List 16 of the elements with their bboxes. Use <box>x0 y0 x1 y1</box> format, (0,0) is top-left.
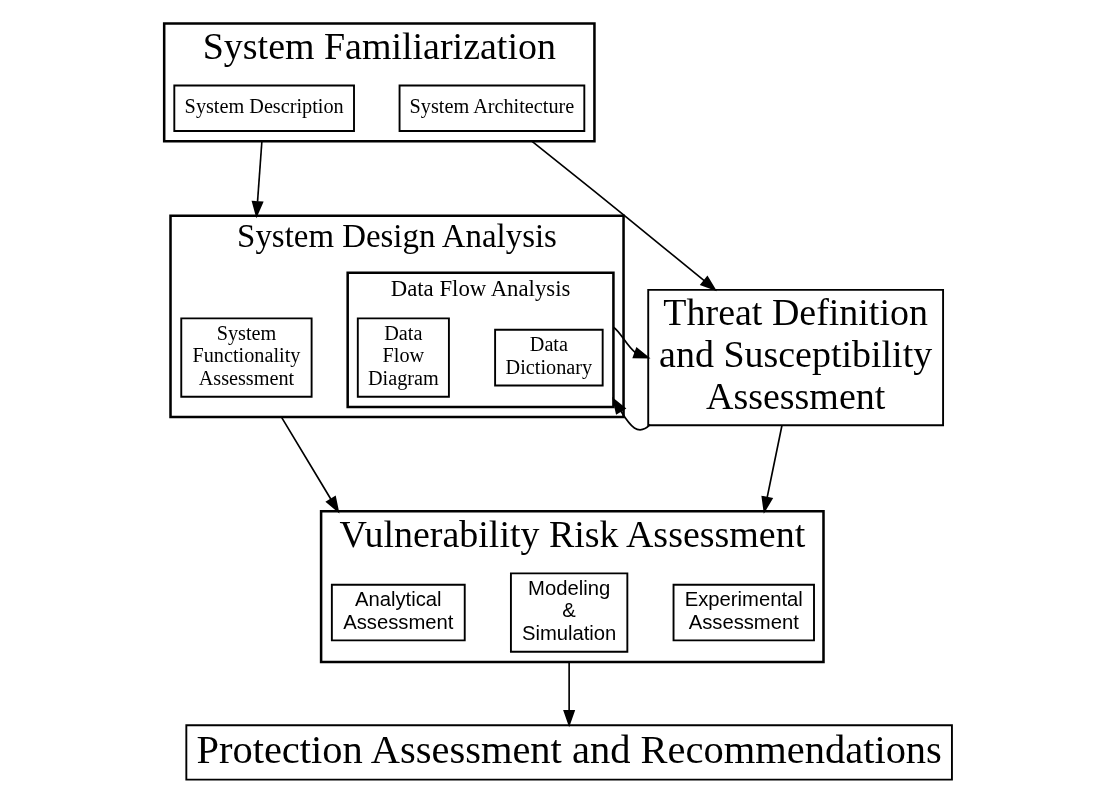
node-box: Data Flow Diagram <box>356 317 450 398</box>
arrow <box>761 424 783 514</box>
arrow <box>251 140 264 219</box>
arrow <box>612 326 651 359</box>
arrow <box>563 661 576 728</box>
node-box: System Architecture <box>398 84 586 132</box>
node-box: Analytical Assessment <box>330 583 466 642</box>
node-box: Protection Assessment and Recommendations <box>185 724 953 781</box>
node-box: Experimental Assessment <box>672 583 815 642</box>
node-box: System Functionality Assessment <box>180 317 313 398</box>
arrow <box>530 140 717 292</box>
node-box: System Description <box>173 84 355 132</box>
node-box: Modeling & Simulation <box>509 572 629 653</box>
arrow <box>280 416 340 514</box>
node-box: Data Dictionary <box>494 328 604 387</box>
node-box: Threat Definition and Susceptibility Assessment <box>647 288 945 427</box>
